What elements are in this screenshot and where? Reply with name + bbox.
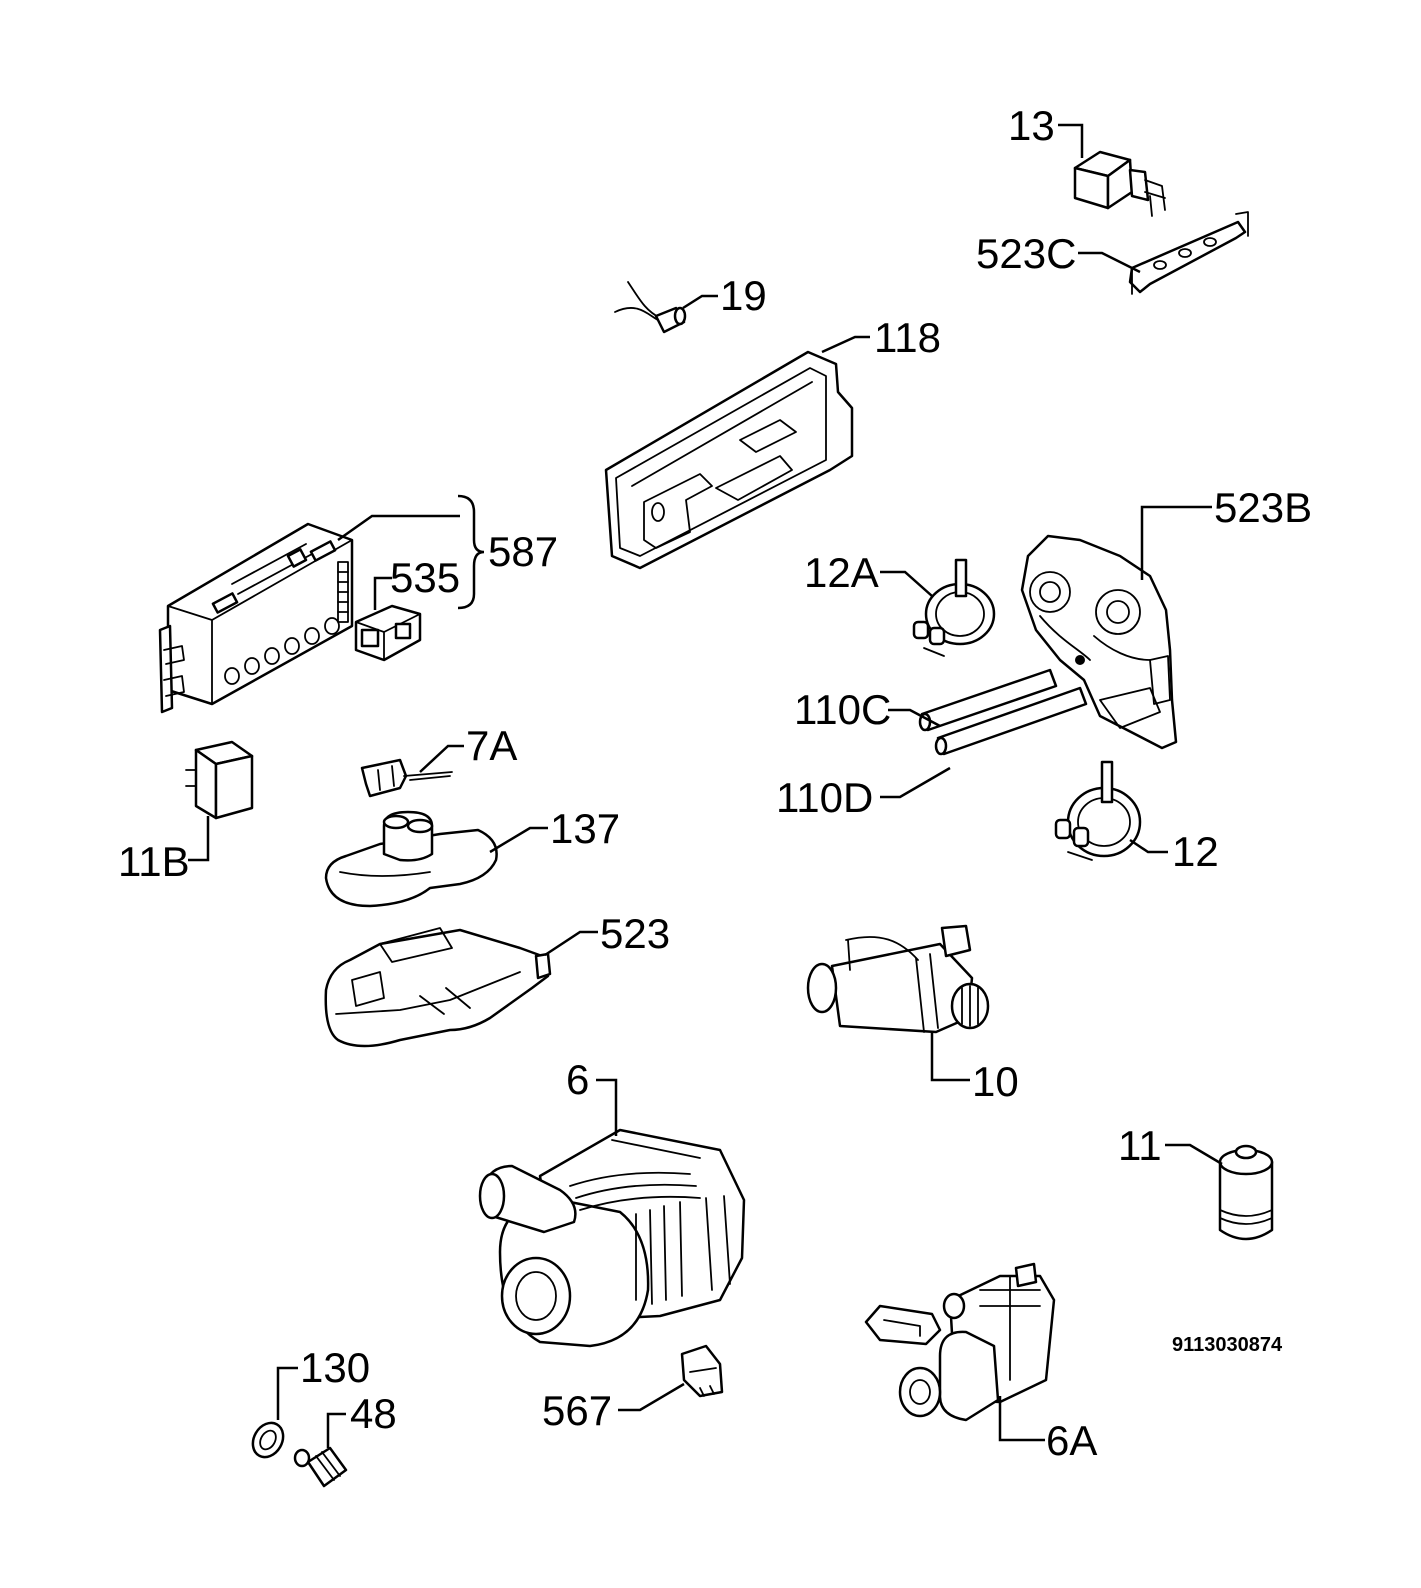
label-535: 535 [390, 554, 460, 601]
leader-12 [1129, 838, 1168, 854]
part-130-seal [251, 1421, 285, 1459]
label-7a: 7A [466, 722, 517, 769]
part-11b-relay [185, 740, 254, 820]
part-535-connector [354, 604, 422, 662]
part-19-sensor [614, 281, 687, 334]
leader-7a [419, 744, 464, 773]
label-6: 6 [566, 1056, 589, 1103]
part-7a-clip [360, 758, 453, 798]
label-12: 12 [1172, 828, 1219, 875]
part-10-heater [806, 924, 990, 1034]
leader-48 [326, 1412, 346, 1448]
label-48: 48 [350, 1390, 397, 1437]
label-12a: 12A [804, 549, 879, 596]
part-523c-bracket [1128, 211, 1249, 295]
part-12a-pressure-switch [912, 558, 996, 657]
leader-19 [682, 294, 718, 310]
leader-567 [618, 1382, 685, 1412]
label-523b: 523B [1214, 484, 1312, 531]
part-523-housing [324, 927, 552, 1048]
label-6a: 6A [1046, 1417, 1097, 1464]
leader-110c [888, 708, 941, 728]
brace-587 [457, 494, 485, 610]
leader-6 [596, 1078, 618, 1136]
leader-523b [1140, 505, 1212, 580]
label-13: 13 [1008, 102, 1055, 149]
leader-587-line [337, 514, 460, 542]
label-587: 587 [488, 528, 558, 575]
leader-12a [880, 570, 933, 597]
part-6a-drain-pump [864, 1262, 1056, 1422]
part-12-pressure-switch [1054, 760, 1142, 861]
diagram-code: 9113030874 [1172, 1334, 1283, 1356]
leader-130 [276, 1366, 298, 1420]
part-110d-tube [934, 686, 1088, 756]
part-567-clip [680, 1344, 724, 1398]
leader-523c [1078, 251, 1141, 274]
leader-13 [1058, 123, 1084, 158]
leader-6a [998, 1396, 1045, 1442]
label-110d: 110D [776, 774, 873, 821]
part-48-plug [293, 1446, 348, 1488]
leader-137 [489, 826, 548, 854]
label-523c: 523C [976, 230, 1076, 277]
leader-10 [930, 1032, 970, 1082]
part-13-switch [1073, 150, 1166, 217]
part-6-motor [478, 1128, 746, 1348]
part-137-cover [324, 810, 498, 908]
label-523: 523 [600, 910, 670, 957]
leader-523 [544, 930, 598, 957]
part-118-dispenser [604, 350, 854, 570]
label-11b: 11B [118, 838, 190, 885]
label-11: 11 [1118, 1122, 1162, 1169]
label-130: 130 [300, 1344, 370, 1391]
label-110c: 110C [794, 686, 891, 733]
part-523b-housing [1020, 534, 1178, 750]
label-19: 19 [720, 272, 767, 319]
label-137: 137 [550, 805, 620, 852]
part-587-electronic-module [158, 522, 354, 714]
part-11-capacitor [1218, 1144, 1274, 1241]
label-10: 10 [972, 1058, 1019, 1105]
label-118: 118 [874, 314, 941, 361]
leader-11 [1165, 1143, 1223, 1166]
label-567: 567 [542, 1387, 612, 1434]
leader-110d [880, 766, 951, 799]
leader-118 [821, 335, 870, 354]
leader-535 [373, 576, 392, 610]
leader-11b [188, 816, 210, 862]
